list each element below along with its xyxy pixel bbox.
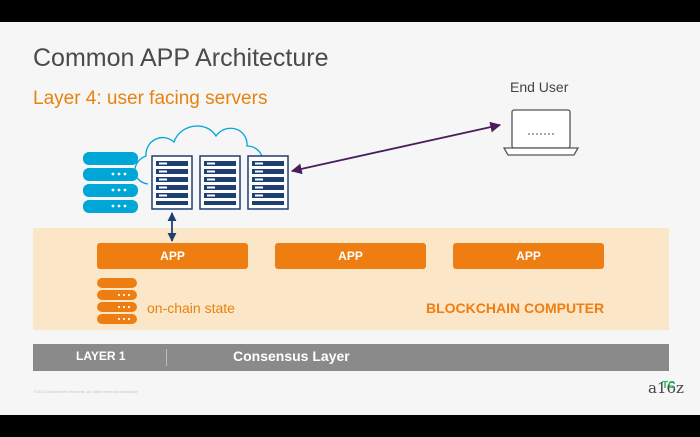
app-box-2: APP [275,243,426,269]
cloud-icon [134,125,264,185]
app-box-1: APP [97,243,248,269]
blockchain-computer-label: BLOCKCHAIN COMPUTER [426,300,605,316]
app-box-3: APP [453,243,604,269]
layer-divider [166,349,167,366]
a16z-logo: a16z [648,379,684,397]
laptop-icon [502,109,580,156]
server-user-arrow [290,121,502,175]
consensus-layer-label: Consensus Layer [233,348,350,364]
techcrunch-logo[interactable]: TC [662,380,676,391]
slide-subtitle: Layer 4: user facing servers [33,88,268,109]
diagram-graphics [83,109,580,324]
subscribe-label[interactable]: SUBSCRIBE [658,392,684,397]
database-icon [83,152,138,213]
server-rack-icon [151,155,193,210]
end-user-label: End User [510,79,569,95]
layer-number-label: LAYER 1 [76,349,126,363]
consensus-layer-bar [33,344,669,371]
copyright-text: ©2022 Andreessen Horowitz. All rights re… [34,389,138,394]
server-rack-icon [247,155,289,210]
on-chain-state-label: on-chain state [147,300,235,316]
slide: Common APP Architecture Layer 4: user fa… [0,22,700,415]
slide-title: Common APP Architecture [33,44,329,72]
on-chain-database-icon [97,278,137,324]
server-rack-icon [199,155,241,210]
